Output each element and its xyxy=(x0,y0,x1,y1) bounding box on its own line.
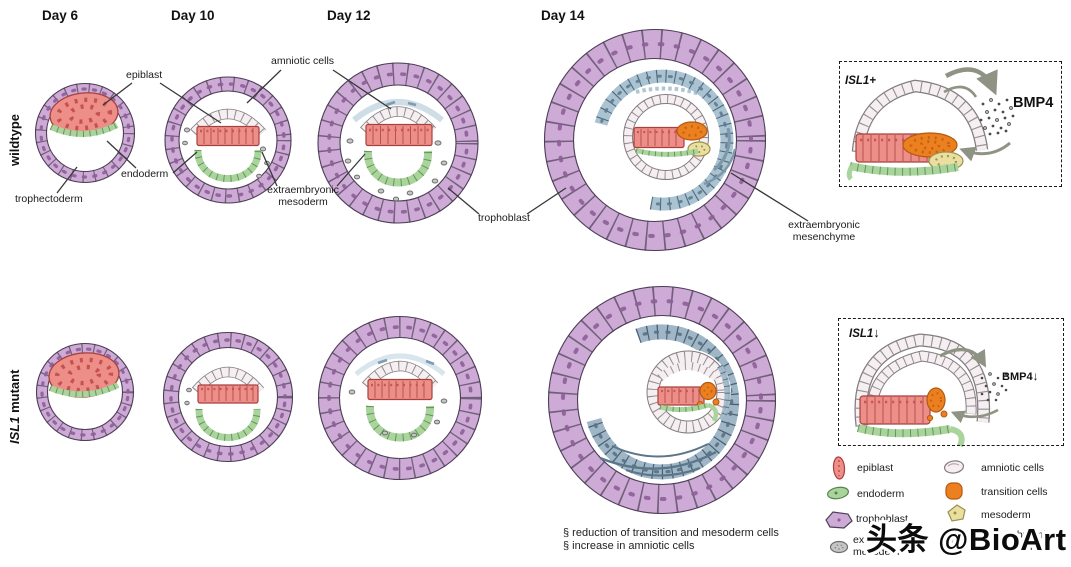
bmp4-dots xyxy=(979,98,1015,136)
legend-label-extraembryonic-mesenchyme: extraembryonic mesenchyme xyxy=(979,529,1051,554)
legend-icon-endoderm xyxy=(827,486,849,500)
watermark-text: 头条 @BioArt xyxy=(866,522,1067,557)
footnote-transition-mesoderm: § reduction of transition and mesoderm c… xyxy=(563,527,779,539)
isl1-down-label: ISL1↓ xyxy=(849,325,880,340)
trophectoderm-label: trophectoderm xyxy=(15,193,83,205)
legend-label-extraembryonic-mesoderm: extraembryonic mesoderm xyxy=(853,534,925,559)
day10-header: Day 10 xyxy=(171,8,215,23)
legend-icon-epiblast xyxy=(832,456,846,480)
leader-lines xyxy=(56,69,809,222)
amniotic-cells-label: amniotic cells xyxy=(271,55,335,67)
mutant-row-label: ISL1 mutant xyxy=(7,370,22,444)
mutant-inset-illustration xyxy=(854,333,1008,448)
day14-header: Day 14 xyxy=(541,8,585,23)
mutant-gene-text: ISL1 xyxy=(7,416,22,444)
bmp4-gene-text: BMP4 xyxy=(1002,371,1033,383)
legend-icon-extraembryonic-mesenchyme xyxy=(942,534,962,546)
down-arrow-icon: ↓ xyxy=(873,325,880,340)
mutant-day10-embryo xyxy=(162,331,294,463)
legend-icon-trophoblast xyxy=(825,511,853,529)
extraembryonic-mesenchyme-label: extraembryonic mesenchyme xyxy=(788,219,860,244)
mutant-day12-embryo xyxy=(317,315,483,481)
wildtype-inset-illustration xyxy=(846,67,1015,181)
legend-icon-amniotic-cells xyxy=(943,460,965,474)
mutant-inset-box xyxy=(838,318,1064,446)
bmp4-dots-reduced xyxy=(980,372,1008,402)
day6-header: Day 6 xyxy=(42,8,79,23)
wildtype-day14-embryo xyxy=(543,28,767,252)
epiblast-label: epiblast xyxy=(126,69,163,81)
legend-label-endoderm: endoderm xyxy=(857,488,905,500)
bmp4-label: BMP4 xyxy=(1013,95,1054,111)
endoderm-label: endoderm xyxy=(121,168,169,180)
mutant-suffix-text: mutant xyxy=(7,369,22,417)
legend-label-epiblast: epiblast xyxy=(857,462,894,474)
bmp4-down-label: BMP4↓ xyxy=(1002,369,1039,383)
isl1-gene-text: ISL1 xyxy=(849,328,874,340)
legend-label-transition-cells: transition cells xyxy=(981,486,1048,498)
day12-header: Day 12 xyxy=(327,8,371,23)
extraembryonic-mesoderm-label: extraembryonic mesoderm xyxy=(267,184,339,209)
legend-icon-mesoderm xyxy=(947,504,966,522)
mutant-day14-embryo xyxy=(547,285,777,515)
down-arrow-icon: ↓ xyxy=(1032,369,1039,383)
mutant-day6-embryo xyxy=(35,342,135,442)
legend-icon-extraembryonic-mesoderm xyxy=(829,540,849,554)
wildtype-row-label: wildtype xyxy=(7,113,22,166)
watermark-overlay: 头条 @BioArt xyxy=(863,519,1070,561)
legend-label-trophoblast: trophoblast xyxy=(856,513,908,525)
legend-label-mesoderm: mesoderm xyxy=(981,509,1031,521)
footnote-amniotic: § increase in amniotic cells xyxy=(563,540,695,552)
trophoblast-label: trophoblast xyxy=(478,212,530,224)
wildtype-day10-embryo xyxy=(164,76,292,204)
isl1-positive-label: ISL1+ xyxy=(845,75,877,87)
wildtype-day6-embryo xyxy=(34,82,136,184)
legend-icons xyxy=(825,456,966,554)
wildtype-inset-box xyxy=(839,61,1062,187)
legend-label-amniotic-cells: amniotic cells xyxy=(981,462,1045,474)
legend-icon-transition-cells xyxy=(945,482,963,500)
wildtype-day12-embryo xyxy=(317,62,479,224)
